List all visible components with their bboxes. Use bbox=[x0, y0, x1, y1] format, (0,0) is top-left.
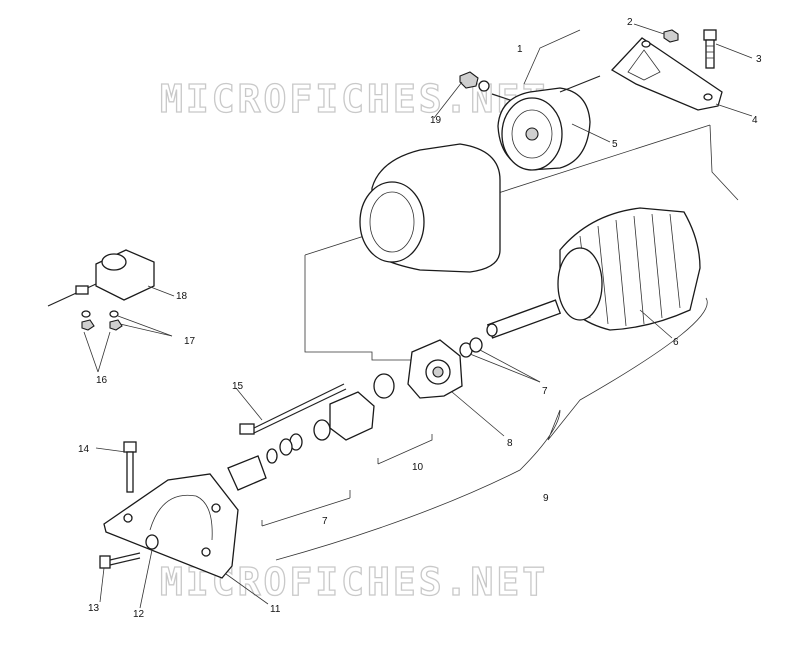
small-nuts-part bbox=[81, 310, 123, 331]
callout-16: 16 bbox=[96, 375, 108, 386]
callout-8: 8 bbox=[507, 438, 513, 449]
leader-7a-2 bbox=[469, 353, 541, 383]
leader-4 bbox=[715, 103, 753, 117]
leader-11 bbox=[225, 573, 269, 605]
leader-18 bbox=[147, 285, 175, 297]
callout-2: 2 bbox=[627, 17, 633, 28]
leader-2 bbox=[633, 23, 665, 35]
group-9-brace bbox=[275, 297, 708, 561]
leader-15 bbox=[235, 387, 263, 421]
callout-7-right: 7 bbox=[542, 386, 548, 397]
bolt-part bbox=[703, 29, 717, 69]
leader-8 bbox=[451, 391, 505, 437]
washers-right-part bbox=[459, 337, 483, 358]
callout-4: 4 bbox=[752, 115, 758, 126]
assembly-outline-right bbox=[709, 124, 739, 201]
leader-5 bbox=[571, 123, 611, 143]
leader-6 bbox=[639, 309, 673, 339]
callout-12: 12 bbox=[133, 609, 145, 620]
callout-6: 6 bbox=[673, 337, 679, 348]
callout-9: 9 bbox=[543, 493, 549, 504]
pinion-drive-part bbox=[227, 391, 375, 491]
bolt-13-part bbox=[99, 552, 141, 569]
nut-washer-part bbox=[459, 71, 541, 111]
assembly-outline-left bbox=[304, 255, 430, 361]
leader-16-1 bbox=[83, 331, 99, 373]
nut-part bbox=[663, 29, 679, 43]
lock-washer-part bbox=[145, 534, 159, 550]
housing-part bbox=[359, 143, 501, 273]
armature-part bbox=[486, 207, 701, 339]
callout-18: 18 bbox=[176, 291, 188, 302]
callout-17: 17 bbox=[184, 336, 196, 347]
leader-14 bbox=[95, 447, 127, 453]
callout-10: 10 bbox=[412, 462, 424, 473]
callout-19: 19 bbox=[430, 115, 442, 126]
group-1-bracket bbox=[523, 29, 581, 85]
callout-3: 3 bbox=[756, 54, 762, 65]
callout-14: 14 bbox=[78, 444, 90, 455]
group-7-bracket bbox=[261, 490, 351, 527]
callout-11: 11 bbox=[270, 604, 281, 615]
group-10-bracket bbox=[377, 434, 433, 465]
callout-1: 1 bbox=[517, 44, 523, 55]
through-bolt-part bbox=[239, 383, 347, 435]
callout-15: 15 bbox=[232, 381, 244, 392]
drive-end-plate-part bbox=[373, 339, 463, 399]
leader-13 bbox=[99, 567, 105, 603]
callout-5: 5 bbox=[612, 139, 618, 150]
leader-16-2 bbox=[97, 331, 111, 373]
leader-3 bbox=[715, 43, 753, 59]
bolt-14-part bbox=[123, 441, 137, 493]
leader-17-1 bbox=[117, 315, 173, 337]
leader-7a-1 bbox=[479, 349, 541, 383]
end-cap-part bbox=[497, 75, 601, 171]
callout-7-bottom: 7 bbox=[322, 516, 328, 527]
leader-12 bbox=[139, 549, 153, 609]
watermark-top: MICROFICHES.NET bbox=[160, 77, 548, 121]
mounting-plate-part bbox=[103, 473, 239, 579]
callout-13: 13 bbox=[88, 603, 100, 614]
leader-19 bbox=[433, 81, 463, 119]
solenoid-part bbox=[47, 249, 155, 307]
mounting-bracket-part bbox=[610, 37, 723, 111]
leader-17-2 bbox=[119, 323, 173, 337]
